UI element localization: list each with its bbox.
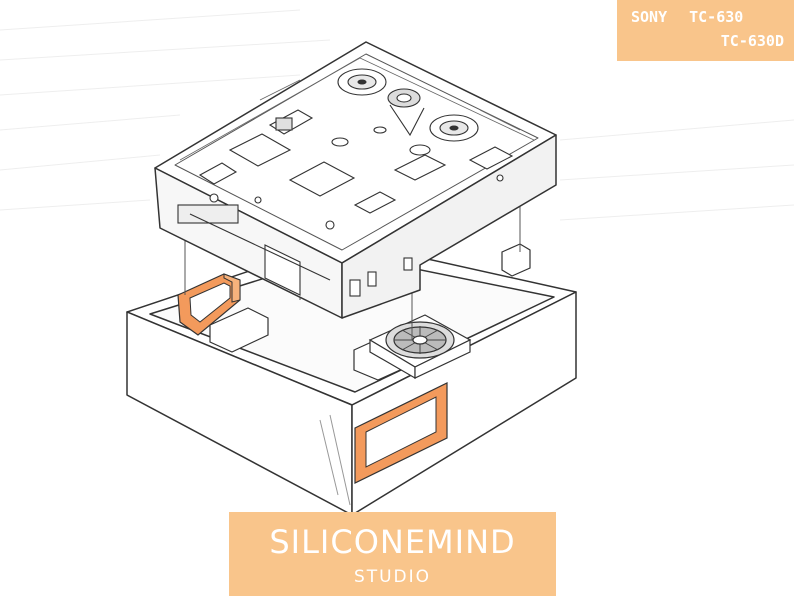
model-label-2: TC-630D [720,32,784,50]
brand-banner: SILICONEMIND STUDIO [229,512,556,596]
model-badge: SONY TC-630 TC-630D [617,0,794,61]
studio-subtitle: STUDIO [353,567,432,587]
studio-name: SILICONEMIND [269,523,516,561]
cabinet [126,239,577,516]
front-gasket [354,382,448,484]
background-sketch [0,9,794,221]
inner-gasket [177,273,241,336]
fan-unit [368,314,472,380]
brand-label: SONY [631,8,668,26]
model-label-1: TC-630 [689,8,744,26]
deck-details [179,57,535,161]
cabinet-shading [319,414,351,506]
deck-components [177,68,514,297]
